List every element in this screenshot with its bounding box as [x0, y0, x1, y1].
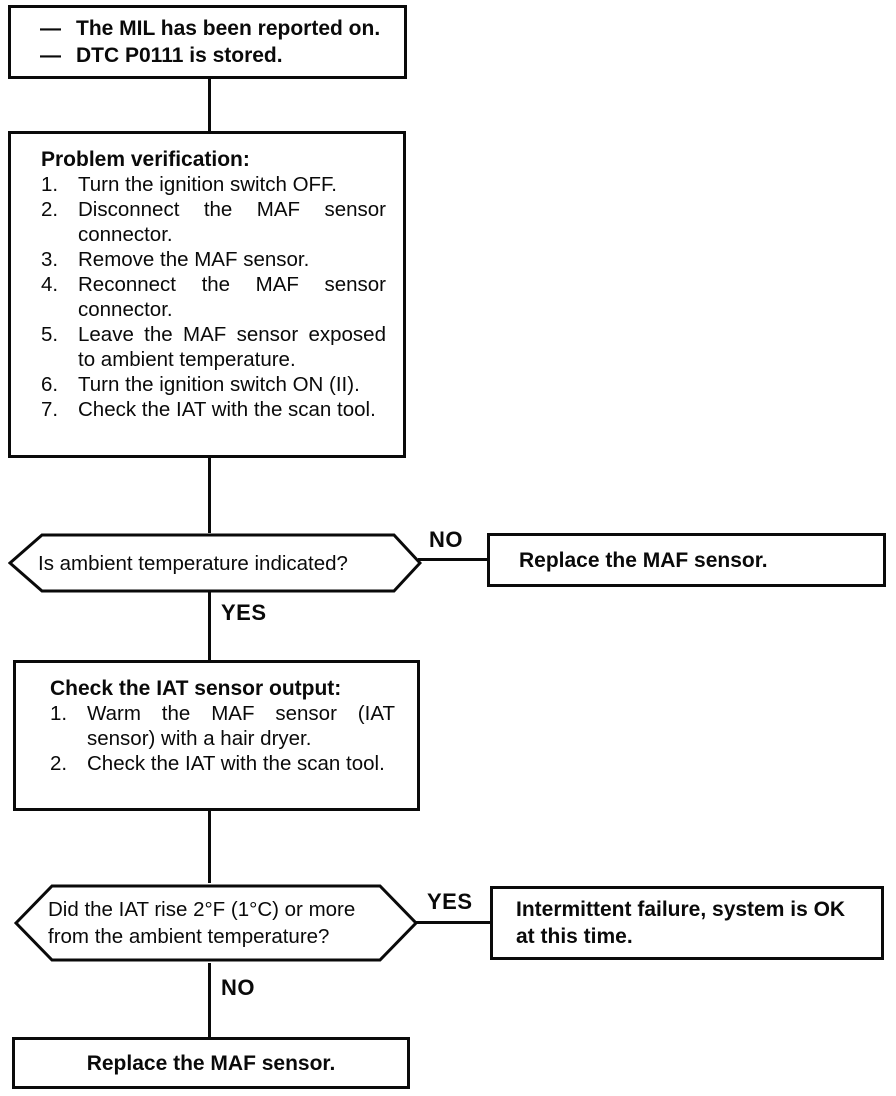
- yes-branch-label: YES: [427, 889, 473, 914]
- step-text: Turn the ignition switch ON (II).: [78, 373, 360, 396]
- step-text: Warm the MAF sensor (IAT sensor) with a …: [87, 702, 395, 750]
- step-number: 7.: [41, 398, 59, 421]
- step-number: 1.: [50, 702, 68, 725]
- start-condition-box: — The MIL has been reported on. — DTC P0…: [8, 5, 407, 79]
- numbered-step: 3. Remove the MAF sensor.: [41, 247, 391, 272]
- replace-maf-sensor-box-final: Replace the MAF sensor.: [12, 1037, 410, 1089]
- numbered-step: 1. Turn the ignition switch OFF.: [41, 172, 391, 197]
- connector-decision1-yes: [208, 591, 211, 661]
- box-title: Check the IAT sensor output:: [50, 677, 342, 700]
- step-number: 1.: [41, 173, 59, 196]
- connector-start-to-verification: [208, 79, 211, 131]
- numbered-step: 2. Disconnect the MAF sensor connector.: [41, 197, 391, 247]
- action-text: Intermittent failure, system is OK at th…: [516, 898, 846, 948]
- yes-branch-label: YES: [221, 600, 267, 625]
- start-condition-line: — The MIL has been reported on.: [40, 15, 404, 42]
- step-text: Leave the MAF sensor exposed to ambient …: [78, 323, 386, 371]
- step-number: 3.: [41, 248, 59, 271]
- check-iat-output-box: Check the IAT sensor output: 1. Warm the…: [13, 660, 420, 811]
- step-text: Turn the ignition switch OFF.: [78, 173, 338, 196]
- step-number: 4.: [41, 273, 59, 296]
- numbered-step: 4. Reconnect the MAF sensor connector.: [41, 272, 391, 322]
- step-number: 6.: [41, 373, 59, 396]
- decision-question: Did the IAT rise 2°F (1°C) or more from …: [48, 898, 356, 948]
- step-text: Remove the MAF sensor.: [78, 248, 310, 271]
- connector-verification-to-decision1: [208, 458, 211, 533]
- step-text: Reconnect the MAF sensor connector.: [78, 273, 386, 321]
- step-text: Disconnect the MAF sensor connector.: [78, 198, 386, 246]
- decision-iat-rise-hexagon: Did the IAT rise 2°F (1°C) or more from …: [14, 882, 418, 964]
- no-branch-label: NO: [221, 975, 255, 1000]
- step-number: 2.: [41, 198, 59, 221]
- numbered-step: 5. Leave the MAF sensor exposed to ambie…: [41, 322, 391, 372]
- action-text: Replace the MAF sensor.: [86, 1051, 336, 1075]
- connector-decision2-no: [208, 963, 211, 1037]
- numbered-step: 7. Check the IAT with the scan tool.: [41, 397, 391, 422]
- step-text: Check the IAT with the scan tool.: [78, 398, 376, 421]
- dash-bullet: —: [40, 17, 61, 40]
- step-number: 2.: [50, 752, 68, 775]
- start-condition-text-2: DTC P0111 is stored.: [76, 44, 283, 67]
- numbered-step: 1. Warm the MAF sensor (IAT sensor) with…: [50, 701, 405, 751]
- no-branch-label: NO: [429, 527, 463, 552]
- decision-ambient-hexagon: Is ambient temperature indicated?: [8, 532, 422, 594]
- start-condition-text-1: The MIL has been reported on.: [76, 17, 381, 40]
- start-condition-line: — DTC P0111 is stored.: [40, 42, 404, 69]
- box-title: Problem verification:: [41, 148, 250, 171]
- intermittent-failure-box: Intermittent failure, system is OK at th…: [490, 886, 884, 960]
- connector-iat-to-decision2: [208, 811, 211, 883]
- numbered-step: 2. Check the IAT with the scan tool.: [50, 751, 405, 776]
- dash-bullet: —: [40, 44, 61, 67]
- connector-decision1-no: [418, 558, 488, 561]
- replace-maf-sensor-box-no-branch: Replace the MAF sensor.: [487, 533, 886, 587]
- numbered-step: 6. Turn the ignition switch ON (II).: [41, 372, 391, 397]
- action-text: Replace the MAF sensor.: [519, 548, 768, 572]
- problem-verification-box: Problem verification: 1. Turn the igniti…: [8, 131, 406, 458]
- step-number: 5.: [41, 323, 59, 346]
- decision-hexagon-shape: [8, 533, 422, 593]
- decision-question: Is ambient temperature indicated?: [38, 551, 348, 575]
- connector-decision2-yes: [414, 921, 490, 924]
- step-text: Check the IAT with the scan tool.: [87, 752, 385, 775]
